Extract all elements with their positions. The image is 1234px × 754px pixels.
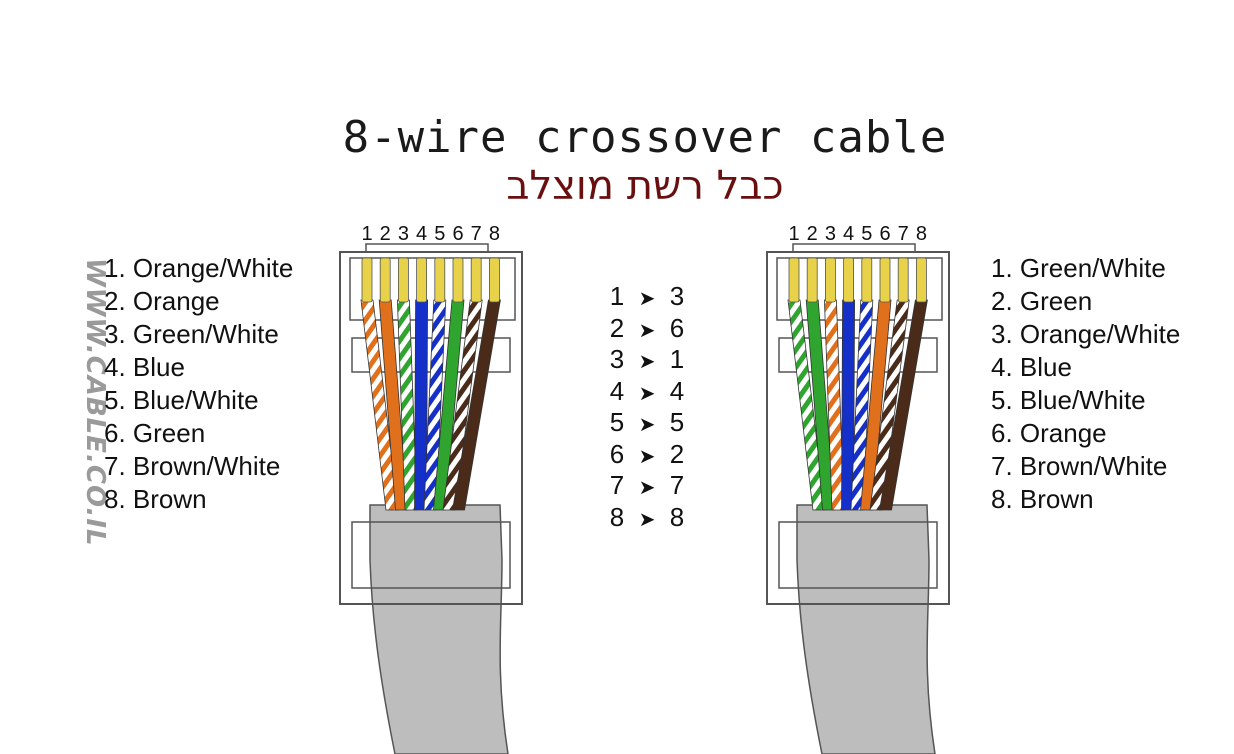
cable-sheath <box>369 504 509 754</box>
pin-mapping-row: 1 ➤ 3 <box>606 281 688 313</box>
right-pin-label: 4. Blue <box>991 352 1072 382</box>
right-pin-label: 6. Orange <box>991 418 1107 448</box>
mapping-to: 4 <box>669 375 685 406</box>
connector-body <box>766 251 950 605</box>
left-pin-label: 7. Brown/White <box>104 451 281 481</box>
pin-number: 7 <box>471 223 482 245</box>
pin-contact <box>470 257 482 303</box>
pin-mapping-row: 3 ➤ 1 <box>606 344 688 376</box>
mapping-from: 1 <box>609 281 625 311</box>
mapping-from: 2 <box>609 312 625 343</box>
left-pin-label: 3. Green/White <box>104 319 279 349</box>
arrow-icon: ➤ <box>638 382 656 405</box>
right-pin-label: 8. Brown <box>991 484 1094 514</box>
pin-contact <box>434 257 446 303</box>
arrow-icon: ➤ <box>638 477 656 499</box>
pin-contact <box>879 257 891 303</box>
right-pin-label: 1. Green/White <box>991 253 1166 283</box>
arrow-icon: ➤ <box>638 351 656 373</box>
mapping-from: 6 <box>609 438 625 469</box>
watermark-text: WWW.CABLE.CO.IL <box>80 258 110 547</box>
pin-mapping-row: 8 ➤ 8 <box>606 502 688 534</box>
mapping-to: 7 <box>669 470 685 500</box>
arrow-icon: ➤ <box>638 445 656 468</box>
pin-contact <box>825 257 836 303</box>
mapping-from: 5 <box>609 407 625 437</box>
arrow-icon: ➤ <box>638 288 656 310</box>
pin-contact <box>416 257 427 303</box>
mapping-from: 8 <box>609 501 625 532</box>
pin-contact <box>488 257 500 303</box>
pin-number: 7 <box>898 223 909 245</box>
left-pinout-list: 1. Orange/White 2. Orange 3. Green/White… <box>104 252 293 516</box>
title-hebrew: כבל רשת מוצלב <box>506 163 784 209</box>
mapping-from: 3 <box>609 344 625 374</box>
title-english: 8-wire crossover cable <box>342 112 948 163</box>
right-pin-label: 5. Blue/White <box>991 385 1146 415</box>
pin-number: 2 <box>807 223 818 245</box>
pin-number: 5 <box>434 223 445 245</box>
right-pin-label: 7. Brown/White <box>991 451 1168 481</box>
connector-body <box>339 251 523 605</box>
pin-contact <box>843 257 854 303</box>
pin-number: 8 <box>489 223 500 245</box>
pin-mapping-row: 6 ➤ 2 <box>606 439 688 471</box>
pin-number: 2 <box>380 223 391 245</box>
mapping-to: 1 <box>669 344 685 374</box>
pin-mapping-row: 5 ➤ 5 <box>606 407 688 439</box>
pin-contact <box>788 257 800 303</box>
pin-contact <box>806 257 818 303</box>
pin-contact <box>361 257 373 303</box>
pin-contact <box>452 257 464 303</box>
pin-mapping-row: 2 ➤ 6 <box>606 313 688 345</box>
arrow-icon: ➤ <box>638 414 656 436</box>
pin-contact <box>861 257 873 303</box>
mapping-from: 4 <box>609 375 625 406</box>
right-pin-label: 3. Orange/White <box>991 319 1181 349</box>
left-pin-label: 5. Blue/White <box>104 385 259 415</box>
arrow-icon: ➤ <box>638 319 656 342</box>
mapping-to: 8 <box>669 501 685 532</box>
pin-number: 3 <box>825 223 836 245</box>
pin-mapping-list: 1 ➤ 3 2 ➤ 6 3 ➤ 1 4 ➤ 4 5 ➤ 5 6 ➤ 2 7 ➤ 7 8 ➤ 8 <box>606 281 688 533</box>
left-pin-label: 6. Green <box>104 418 206 448</box>
pin-number: 4 <box>416 223 427 245</box>
pin-number: 1 <box>361 223 372 245</box>
pin-number: 6 <box>452 223 463 245</box>
strain-relief <box>778 521 938 589</box>
mapping-to: 6 <box>669 312 685 343</box>
pin-contact <box>897 257 909 303</box>
pin-contact <box>915 257 927 303</box>
left-pin-label: 4. Blue <box>104 352 185 382</box>
pin-number: 4 <box>843 223 854 245</box>
pin-contact <box>379 257 391 303</box>
pin-number: 5 <box>861 223 872 245</box>
pin-number: 8 <box>916 223 927 245</box>
pin-mapping-row: 4 ➤ 4 <box>606 376 688 408</box>
pin-bracket <box>792 243 916 252</box>
right-pinout-list: 1. Green/White 2. Green 3. Orange/White … <box>991 252 1180 516</box>
pin-number: 3 <box>398 223 409 245</box>
mapping-from: 7 <box>609 470 625 500</box>
pin-contact <box>398 257 409 303</box>
strain-relief <box>351 521 511 589</box>
pin-bracket <box>365 243 489 252</box>
pin-number: 1 <box>788 223 799 245</box>
left-pin-label: 8. Brown <box>104 484 207 514</box>
mapping-to: 5 <box>669 407 685 437</box>
mapping-to: 3 <box>669 281 685 311</box>
cable-sheath <box>796 504 936 754</box>
pin-mapping-row: 7 ➤ 7 <box>606 470 688 502</box>
right-pin-label: 2. Green <box>991 286 1093 316</box>
pin-number: 6 <box>879 223 890 245</box>
arrow-icon: ➤ <box>638 508 656 531</box>
mapping-to: 2 <box>669 438 685 469</box>
left-pin-label: 2. Orange <box>104 286 220 316</box>
left-pin-label: 1. Orange/White <box>104 253 294 283</box>
